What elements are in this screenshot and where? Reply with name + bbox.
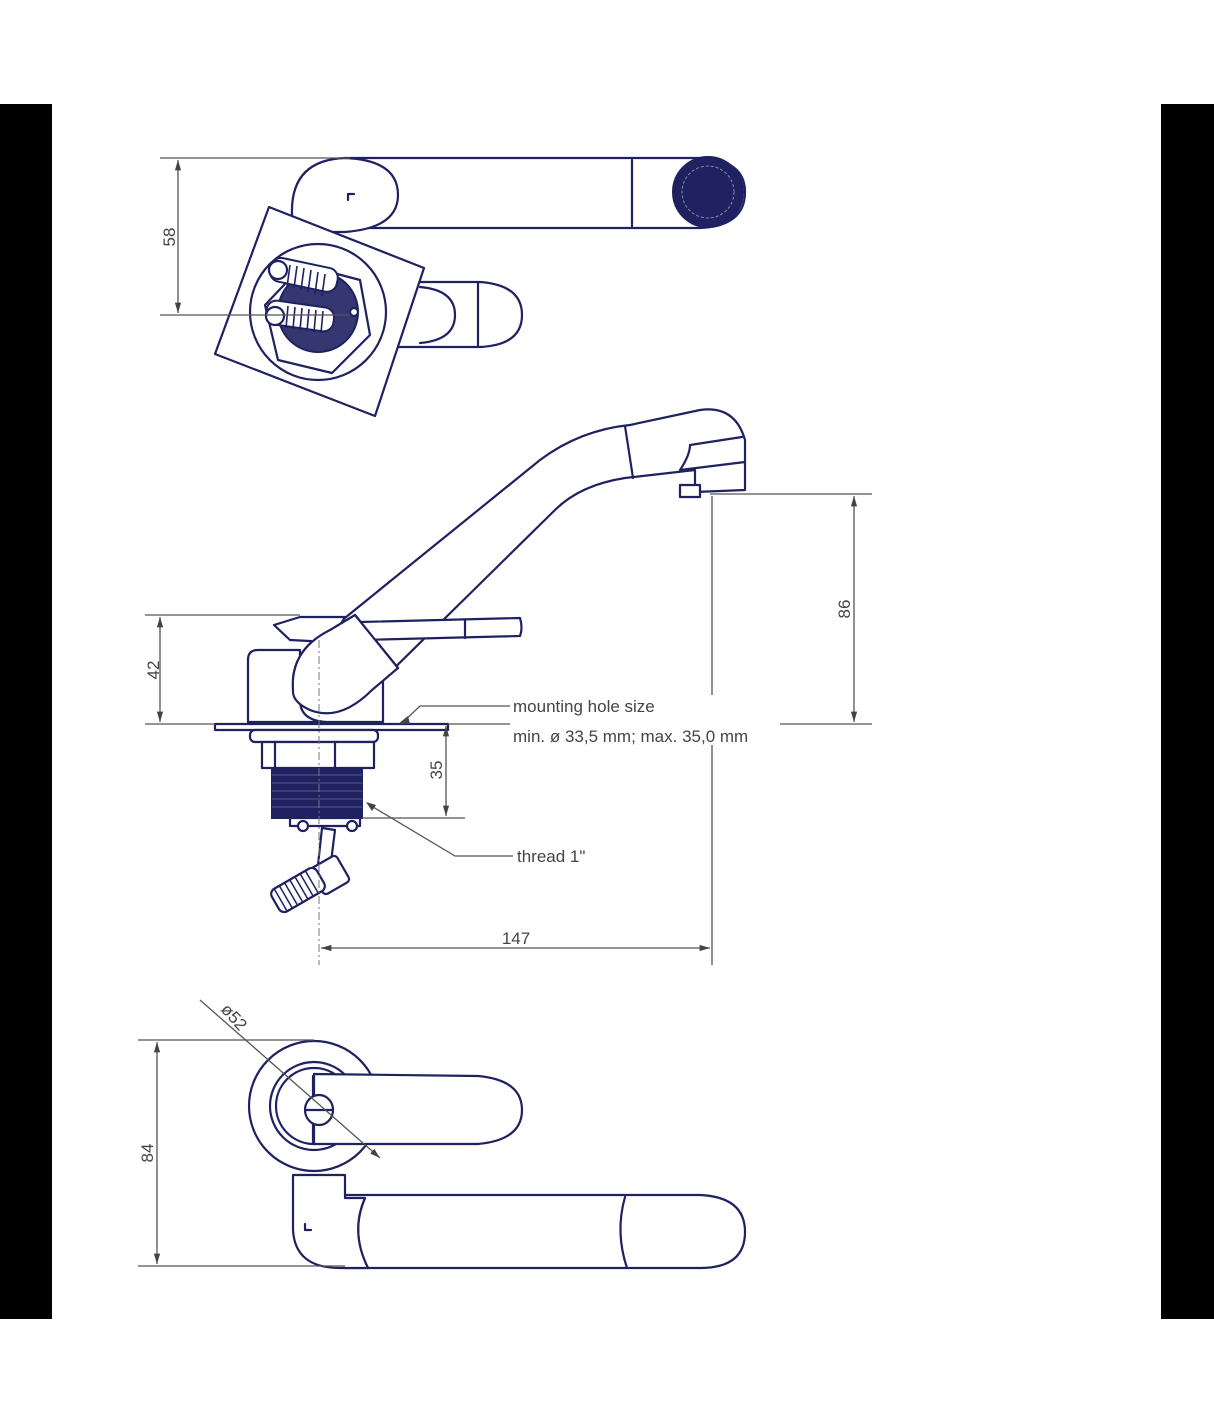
dimension-58-label: 58 <box>160 228 179 247</box>
thread-note: thread 1" <box>517 847 585 866</box>
dimension-diameter-52-label: ø52 <box>217 1000 251 1034</box>
dimension-86-label: 86 <box>835 600 854 619</box>
dimension-147-label: 147 <box>502 929 530 948</box>
side-view: 42 35 86 147 mounting hole size min. ø 3… <box>144 408 872 965</box>
right-black-border <box>1161 104 1214 1319</box>
bottom-view: ø52 84 <box>138 999 747 1270</box>
top-view: 58 <box>160 156 747 418</box>
dimension-42-label: 42 <box>144 661 163 680</box>
dimension-84-label: 84 <box>138 1144 157 1163</box>
dimension-35-label: 35 <box>427 761 446 780</box>
mounting-hole-note-line2: min. ø 33,5 mm; max. 35,0 mm <box>513 727 748 746</box>
left-black-border <box>0 104 52 1319</box>
mounting-hole-note-line1: mounting hole size <box>513 697 655 716</box>
